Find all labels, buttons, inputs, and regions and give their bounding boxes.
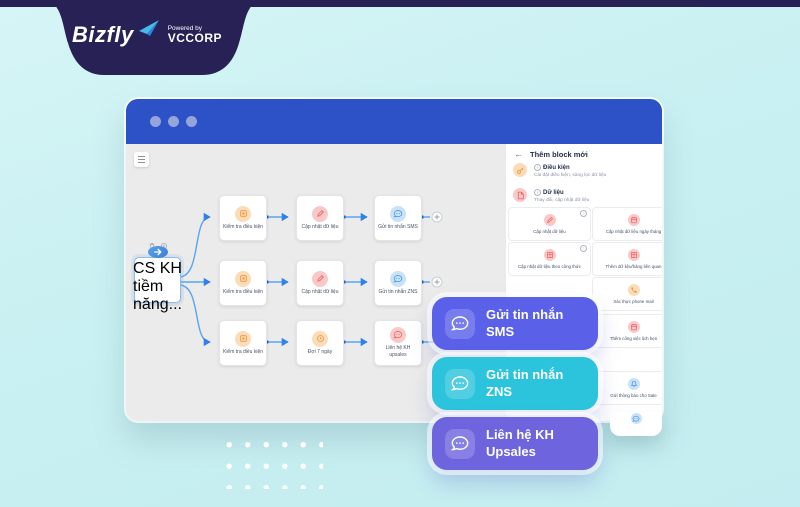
workflow-node[interactable]: Kiểm tra điều kiện: [219, 320, 267, 366]
info-icon: ?: [580, 245, 587, 252]
node-label: Kiểm tra điều kiện: [222, 223, 264, 230]
chat-bubble-icon: [445, 308, 475, 339]
workflow-node[interactable]: Liên hệ KH upsales: [374, 320, 422, 366]
block-card[interactable]: ? Cập nhật dữ liệu theo công thức: [508, 242, 591, 276]
section-subtitle: Thay đổi, cập nhật dữ liệu: [534, 197, 590, 203]
block-card[interactable]: Xác thực phone mail: [592, 277, 662, 311]
section-title: Dữ liệu: [543, 189, 564, 196]
node-label: CS KH tiềm năng...: [133, 260, 182, 313]
sidebar-title: Thêm block mới: [530, 149, 588, 159]
workflow-node[interactable]: Cập nhật dữ liệu: [296, 195, 344, 241]
info-icon: ?: [580, 210, 587, 217]
node-label: Gửi tin nhắn SMS: [378, 223, 418, 230]
notification-icon: [627, 378, 640, 390]
node-label: Gửi tin nhắn ZNS: [378, 288, 418, 295]
decorative-dots: [217, 431, 323, 489]
phone-icon: [627, 284, 640, 296]
window-control-dot[interactable]: [168, 116, 179, 127]
sidebar-section-condition[interactable]: ?Điều kiện Cài đặt điều kiện, sàng lọc d…: [513, 163, 606, 178]
back-arrow-icon[interactable]: ←: [514, 149, 523, 159]
block-card-label: Thêm công việc lịch hẹn: [609, 335, 658, 341]
chat-bubble-icon: [445, 368, 475, 399]
pencil-icon: [312, 205, 328, 222]
node-label: Cập nhật dữ liệu: [301, 288, 339, 295]
chat-icon: [390, 327, 406, 344]
contact-upsales-button[interactable]: Liên hệ KH Upsales: [432, 417, 598, 470]
node-label: Liên hệ KH upsales: [385, 345, 411, 358]
sidebar-popout-tab: [610, 412, 662, 436]
start-arrow-icon: [147, 246, 168, 258]
block-card-label: Cập nhật dữ liệu ngày tháng: [605, 228, 662, 234]
bizfly-logo-text: Bizfly: [72, 22, 134, 47]
block-card-label: Cập nhật dữ liệu theo công thức: [518, 263, 581, 269]
document-icon: [513, 188, 527, 202]
condition-icon: [235, 270, 251, 287]
chat-icon: [390, 205, 406, 222]
block-card-label: Xác thực phone mail: [613, 298, 654, 304]
workflow-node[interactable]: Kiểm tra điều kiện: [219, 195, 267, 241]
workflow-node[interactable]: Gửi tin nhắn SMS: [374, 195, 422, 241]
workflow-node[interactable]: Cập nhật dữ liệu: [296, 260, 344, 306]
calendar-check-icon: [627, 321, 640, 333]
chat-icon: [630, 413, 642, 424]
top-navy-strip: [0, 0, 800, 7]
chat-bubble-icon: [445, 428, 475, 459]
block-card-label: Cập nhật dữ liệu: [533, 228, 566, 234]
workflow-node[interactable]: Kiểm tra điều kiện: [219, 260, 267, 306]
window-control-dot[interactable]: [186, 116, 197, 127]
block-card[interactable]: Thêm công việc lịch hẹn: [592, 314, 662, 348]
formula-icon: [543, 249, 556, 261]
button-label-line1: Gửi tin nhắn: [486, 306, 564, 322]
button-label-line2: SMS: [486, 323, 515, 339]
node-label: Cập nhật dữ liệu: [301, 223, 339, 230]
window-titlebar: [126, 99, 662, 144]
pencil-icon: [543, 214, 556, 226]
block-card-label: Thêm dữ liệu/bảng liên quan: [605, 263, 662, 269]
block-card[interactable]: ? Cập nhật dữ liệu: [508, 207, 591, 241]
block-card[interactable]: Thêm dữ liệu/bảng liên quan: [592, 242, 662, 276]
node-label: Kiểm tra điều kiện: [222, 348, 264, 355]
calendar-icon: [627, 214, 640, 226]
brand-logo: Bizfly Powered by VCCORP: [72, 12, 232, 58]
help-icon: ?: [534, 164, 541, 171]
table-icon: [627, 249, 640, 261]
node-label: Đợi 7 ngày: [307, 348, 333, 355]
clock-icon: [312, 330, 328, 347]
condition-icon: [235, 205, 251, 222]
block-card[interactable]: Gửi thông báo cho Sale: [592, 371, 662, 405]
canvas-menu-button[interactable]: [134, 152, 149, 167]
sidebar-section-data[interactable]: ?Dữ liệu Thay đổi, cập nhật dữ liệu: [513, 188, 589, 203]
workflow-node[interactable]: Đợi 7 ngày: [296, 320, 344, 366]
button-label-line2: ZNS: [486, 383, 512, 399]
add-step-button: [431, 211, 443, 288]
vccorp-logo-text: VCCORP: [167, 30, 223, 45]
node-label: Kiểm tra điều kiện: [222, 288, 264, 295]
help-icon: ?: [534, 189, 541, 196]
workflow-node[interactable]: Gửi tin nhắn ZNS: [374, 260, 422, 306]
powered-by-text: Powered by: [167, 24, 203, 32]
button-label-line1: Gửi tin nhắn: [486, 366, 564, 382]
workflow-connectors: [177, 211, 456, 347]
window-control-dot[interactable]: [150, 116, 161, 127]
highlight-buttons: Gửi tin nhắn SMS Gửi tin nhắn ZNS Liên h…: [432, 297, 598, 470]
pencil-icon: [312, 270, 328, 287]
button-label-line2: Upsales: [486, 443, 536, 459]
workflow-start-node[interactable]: CS KH tiềm năng...: [133, 246, 182, 313]
chat-icon: [390, 270, 406, 287]
block-card[interactable]: Cập nhật dữ liệu ngày tháng: [592, 207, 662, 241]
button-label-line1: Liên hệ KH: [486, 426, 554, 442]
send-sms-button[interactable]: Gửi tin nhắn SMS: [432, 297, 598, 350]
paper-plane-icon: [138, 20, 159, 36]
section-title: Điều kiện: [543, 164, 570, 171]
block-card-label: Gửi thông báo cho Sale: [610, 392, 657, 398]
condition-icon: [235, 330, 251, 347]
send-zns-button[interactable]: Gửi tin nhắn ZNS: [432, 357, 598, 410]
section-subtitle: Cài đặt điều kiện, sàng lọc dữ liệu: [534, 172, 607, 178]
key-icon: [513, 163, 527, 177]
